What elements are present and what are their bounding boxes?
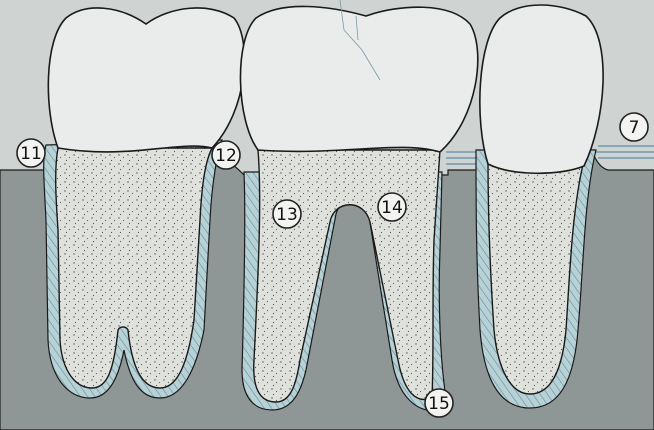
tooth-right: [475, 4, 604, 409]
label-14-text: 14: [381, 198, 403, 218]
label-15-text: 15: [428, 394, 450, 414]
label-11: 11: [16, 138, 46, 168]
label-14: 14: [377, 192, 407, 222]
label-11-text: 11: [20, 144, 42, 164]
tooth-middle: [239, 5, 479, 412]
root-right: [487, 159, 585, 395]
label-15: 15: [424, 388, 454, 418]
label-7: 7: [619, 112, 649, 142]
crown-left: [47, 7, 246, 153]
label-13-text: 13: [276, 205, 298, 225]
root-left: [54, 147, 214, 389]
label-13: 13: [272, 199, 302, 229]
gingival-fibres: [446, 145, 654, 165]
label-12-text: 12: [215, 146, 237, 166]
tooth-left: [43, 7, 246, 399]
label-7-text: 7: [629, 118, 640, 138]
crown-cracks: [339, 0, 381, 81]
crown-middle: [239, 5, 479, 153]
crown-right: [479, 4, 604, 175]
label-12: 12: [211, 140, 241, 170]
